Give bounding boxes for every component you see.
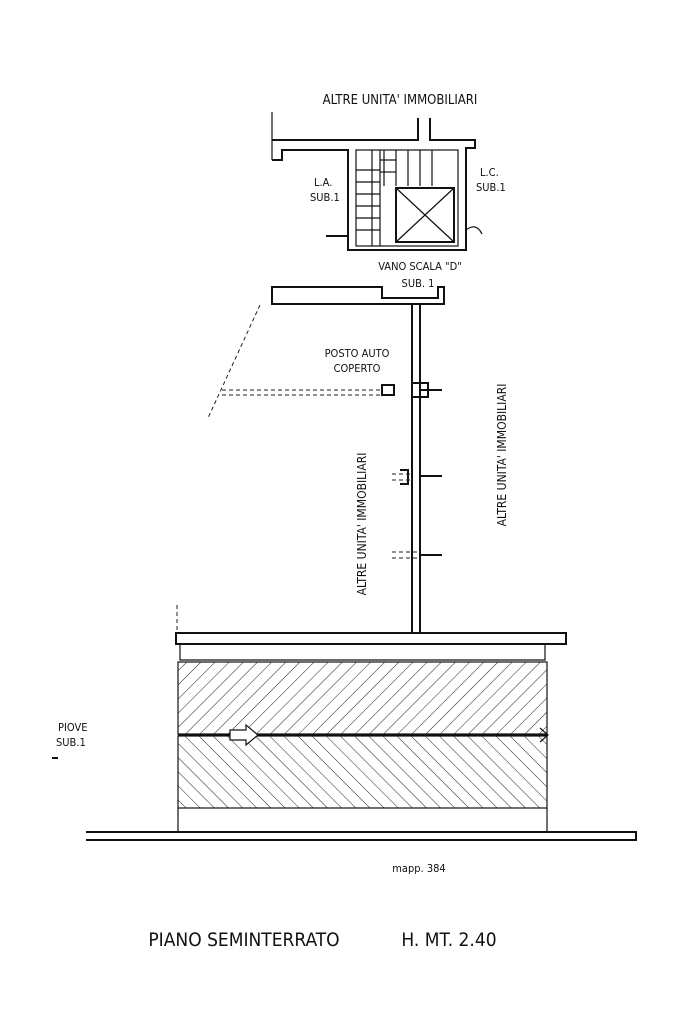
label-piove-sub: SUB.1 <box>56 736 86 749</box>
label-coperto: COPERTO <box>334 362 381 375</box>
staircase-block <box>271 112 483 251</box>
label-lc: L.C. <box>480 166 499 179</box>
label-posto-auto: POSTO AUTO <box>325 347 390 360</box>
arrow-right-icon <box>229 723 259 747</box>
label-mapp: mapp. 384 <box>392 862 445 875</box>
label-vano-scala: VANO SCALA "D" <box>378 260 462 273</box>
drawing-title: PIANO SEMINTERRATO <box>148 929 339 951</box>
label-altre-unita-right: ALTRE UNITA' IMMOBILIARI <box>495 384 509 527</box>
ramp-block <box>86 605 637 841</box>
elevator-shaft <box>395 187 455 243</box>
label-lc-sub: SUB.1 <box>476 181 506 194</box>
label-la: L.A. <box>314 176 332 189</box>
label-piove: PIOVE <box>58 721 88 734</box>
drawing-height: H. MT. 2.40 <box>401 929 496 951</box>
corridor-area <box>207 286 445 632</box>
label-la-sub: SUB.1 <box>310 191 340 204</box>
label-altre-unita-left: ALTRE UNITA' IMMOBILIARI <box>355 453 369 596</box>
label-vano-sub: SUB. 1 <box>402 277 435 290</box>
label-altre-unita-top: ALTRE UNITA' IMMOBILIARI <box>323 93 478 108</box>
